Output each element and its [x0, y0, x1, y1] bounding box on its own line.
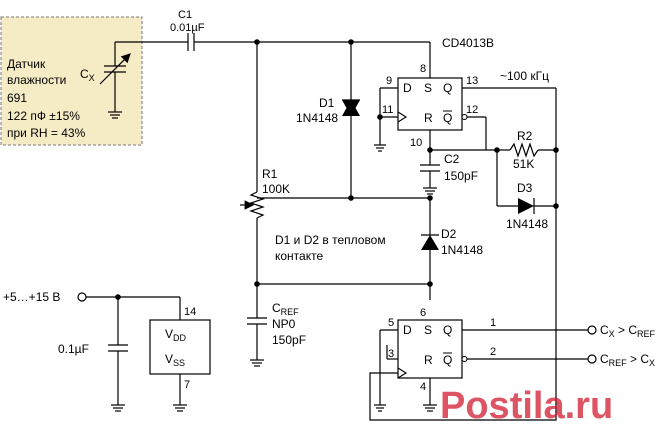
cref-type: NP0	[272, 317, 296, 331]
pin-5: 5	[388, 317, 394, 329]
pin-14: 14	[184, 306, 196, 318]
ff-top-r: R	[424, 111, 433, 125]
pin-13: 13	[466, 75, 478, 87]
output-2-label: CREF > CX	[600, 352, 655, 368]
ff-top-s: S	[424, 81, 432, 95]
ff-bot-r: R	[424, 353, 433, 367]
vss-label: VSS	[165, 352, 185, 368]
ff-bot-s: S	[424, 323, 432, 337]
c2-name: C2	[444, 152, 460, 166]
cx-label: CX	[80, 67, 95, 83]
pin-10: 10	[410, 137, 422, 149]
ff-top-q: Q	[443, 81, 452, 95]
watermark-text: Postila.ru	[440, 385, 613, 427]
cref-value: 150pF	[272, 333, 306, 347]
c2-value: 150pF	[444, 169, 478, 183]
sensor-label-3: 691	[7, 91, 27, 105]
power-cap: 0.1µF	[58, 342, 89, 356]
output-terminal-2	[587, 354, 597, 364]
pin-7: 7	[184, 379, 190, 391]
pin-12: 12	[466, 104, 478, 116]
output-1-label: CX > CREF	[600, 323, 656, 339]
d1-name: D1	[319, 96, 335, 110]
d2-part: 1N4148	[441, 243, 483, 257]
ff-top-d: D	[403, 81, 412, 95]
pin-4: 4	[420, 381, 426, 393]
c1-name: C1	[178, 9, 192, 21]
freq-label: ~100 кГц	[500, 69, 549, 83]
d3-name: D3	[517, 181, 533, 195]
sensor-label-5: при RH = 43%	[7, 126, 86, 140]
pin-9: 9	[386, 75, 392, 87]
power-terminal	[77, 292, 87, 302]
flipflop-bottom	[397, 319, 463, 379]
r1-name: R1	[262, 167, 278, 181]
ff-bot-qbar: Q	[443, 353, 452, 367]
cref-name: CREF	[272, 301, 299, 317]
note-line-1: D1 и D2 в тепловом	[275, 233, 386, 247]
ff-bot-d: D	[403, 323, 412, 337]
sensor-label-4: 122 пФ ±15%	[7, 109, 80, 123]
c1-value: 0.01µF	[170, 22, 205, 34]
r2-value: 51K	[513, 157, 534, 171]
d1-part: 1N4148	[296, 111, 338, 125]
note-line-2: контакте	[275, 249, 323, 263]
pin-2: 2	[490, 346, 496, 358]
power-label: +5…+15 В	[3, 290, 60, 304]
r1-value: 100K	[262, 182, 290, 196]
ff-top-qbar: Q	[443, 111, 452, 125]
ff-bot-q: Q	[443, 323, 452, 337]
flipflop-top	[397, 77, 463, 131]
pin-1: 1	[490, 317, 496, 329]
supply-box	[149, 319, 211, 375]
output-terminal-1	[587, 325, 597, 335]
pin-11: 11	[382, 104, 393, 116]
d3-part: 1N4148	[506, 217, 548, 231]
r2-name: R2	[517, 129, 533, 143]
pin-6: 6	[420, 307, 426, 319]
sensor-label-1: Датчик	[7, 57, 46, 71]
junctions	[115, 39, 559, 300]
d2-diode	[421, 235, 439, 250]
pin-8: 8	[420, 63, 426, 75]
sensor-label-2: влажности	[7, 73, 66, 87]
chip-name: CD4013B	[442, 36, 494, 50]
vdd-label: VDD	[165, 327, 187, 343]
sensor-box	[0, 16, 143, 146]
d2-name: D2	[441, 227, 457, 241]
d3-diode	[518, 198, 534, 214]
pin-3: 3	[388, 348, 394, 360]
